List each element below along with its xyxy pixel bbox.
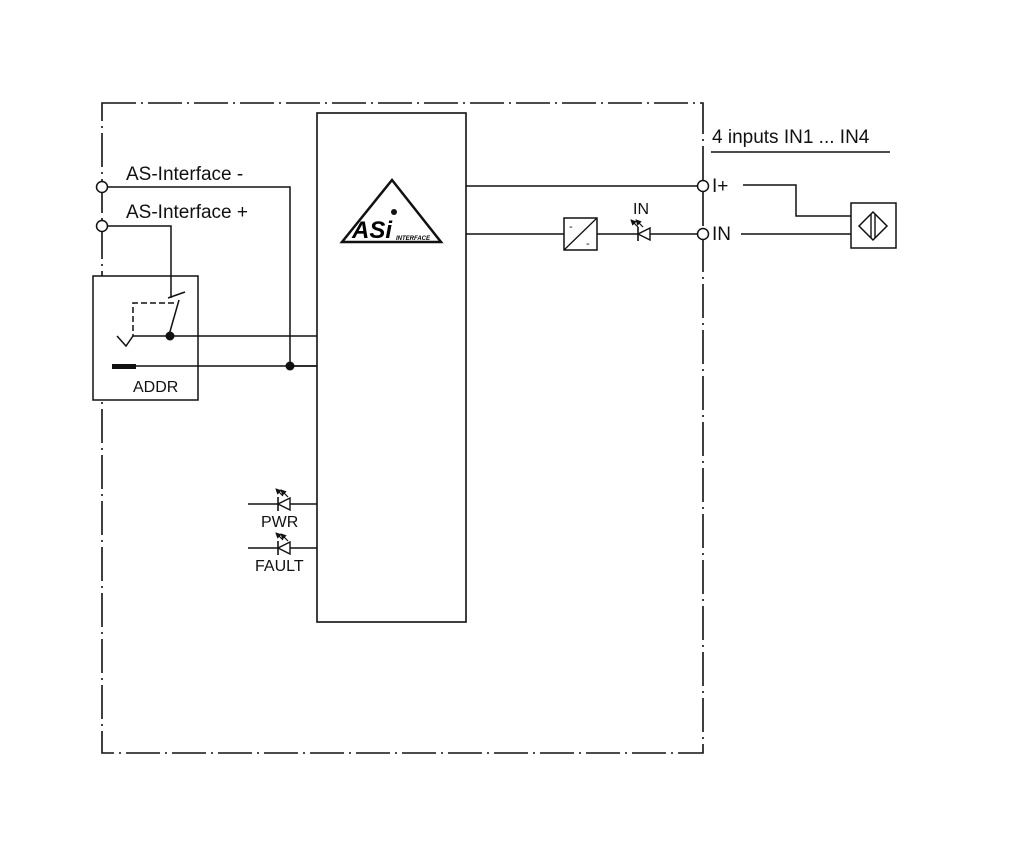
terminal-i-plus[interactable] bbox=[696, 179, 710, 193]
addr-switch-icon bbox=[116, 291, 317, 348]
terminal-as-interface-minus[interactable] bbox=[95, 180, 109, 194]
label-as-interface-minus: AS-Interface - bbox=[126, 164, 243, 185]
label-as-interface-plus: AS-Interface + bbox=[126, 202, 248, 223]
svg-text:-: - bbox=[569, 221, 573, 233]
svg-text:-: - bbox=[586, 238, 590, 250]
signal-converter-icon: - - bbox=[563, 217, 598, 251]
terminal-as-interface-plus[interactable] bbox=[95, 219, 109, 233]
asi-logo-icon: ASi INTERFACE bbox=[339, 177, 444, 244]
wire-sensor-supply bbox=[743, 184, 851, 217]
asi-logo-main-text: ASi bbox=[351, 217, 393, 244]
label-i-plus: I+ bbox=[712, 176, 728, 197]
module-enclosure-boundary bbox=[101, 102, 704, 754]
asi-logo-sub-text: INTERFACE bbox=[396, 236, 431, 242]
label-pwr: PWR bbox=[261, 514, 298, 531]
led-pwr-icon bbox=[248, 488, 317, 512]
label-in-led: IN bbox=[633, 201, 649, 218]
label-addr: ADDR bbox=[133, 379, 178, 396]
proximity-sensor-icon bbox=[850, 202, 897, 249]
led-in-icon bbox=[630, 219, 651, 242]
label-in: IN bbox=[712, 224, 731, 245]
wire-as-interface-plus bbox=[108, 225, 172, 298]
inputs-heading: 4 inputs IN1 ... IN4 bbox=[712, 127, 870, 148]
addr-ground-bar-icon bbox=[112, 364, 136, 369]
addressing-socket-box bbox=[92, 275, 199, 401]
terminal-in[interactable] bbox=[696, 227, 710, 241]
label-fault: FAULT bbox=[255, 558, 304, 575]
led-fault-icon bbox=[248, 532, 317, 556]
